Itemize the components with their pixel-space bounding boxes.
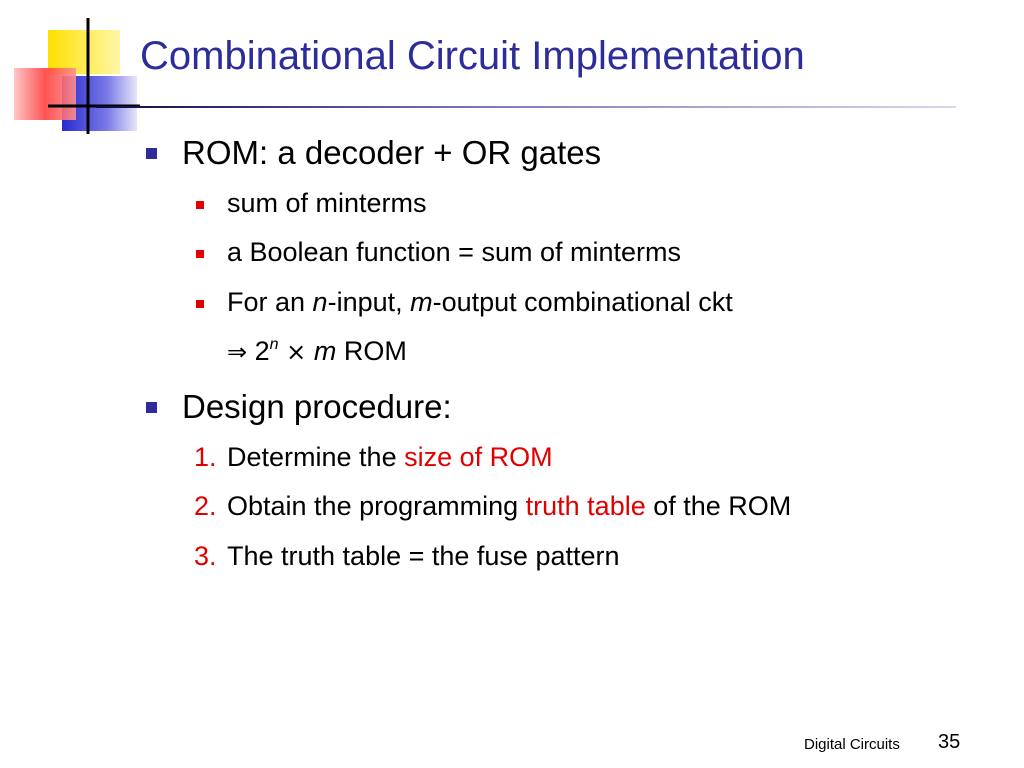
rom-size-formula: ⇒ 2n × m ROM — [227, 336, 407, 366]
step-2-text: Obtain the programming truth table of th… — [227, 493, 791, 520]
text-segment: For an — [227, 287, 313, 317]
step-3-text: The truth table = the fuse pattern — [227, 543, 620, 570]
step-highlight: truth table — [525, 491, 646, 521]
formula-base: 2 — [247, 336, 270, 366]
l1-bullet-icon — [146, 148, 157, 159]
step-text: of the ROM — [645, 491, 792, 521]
step-text: Determine the — [227, 442, 405, 472]
step-text: The truth table = the fuse pattern — [227, 541, 620, 571]
step-number: 2. — [194, 491, 217, 521]
implies-icon: ⇒ — [227, 338, 248, 366]
text-segment: -input, — [327, 287, 411, 317]
sub-bullet-minterms: sum of minterms — [227, 188, 427, 218]
step-1-text: Determine the size of ROM — [227, 444, 553, 471]
bullet-design-procedure: Design procedure: — [182, 388, 452, 425]
sub-bullet-n-input: For an n-input, m-output combinational c… — [227, 289, 733, 316]
variable-m: m — [313, 336, 337, 366]
formula-exponent: n — [269, 336, 279, 353]
l2-bullet-icon — [196, 201, 204, 209]
sub-bullet-boolean-function: a Boolean function = sum of minterms — [227, 237, 681, 267]
title-divider — [96, 106, 956, 108]
formula-rest: ROM — [336, 336, 407, 366]
bullet-rom: ROM: a decoder + OR gates — [182, 134, 602, 171]
variable-m: m — [410, 287, 433, 317]
step-text: Obtain the programming — [227, 491, 526, 521]
slide-title: Combinational Circuit Implementation — [140, 34, 805, 78]
footer-label: Digital Circuits — [804, 736, 900, 753]
l2-bullet-icon — [196, 250, 204, 258]
colored-squares-logo-icon — [14, 18, 140, 134]
step-number: 3. — [194, 541, 217, 571]
text-segment: -output combinational ckt — [432, 287, 733, 317]
l2-bullet-icon — [196, 300, 204, 308]
step-highlight: size of ROM — [404, 442, 553, 472]
step-number: 1. — [194, 442, 217, 472]
variable-n: n — [312, 287, 328, 317]
times-icon: × — [278, 338, 314, 366]
l1-bullet-icon — [146, 402, 157, 413]
page-number: 35 — [938, 731, 961, 753]
